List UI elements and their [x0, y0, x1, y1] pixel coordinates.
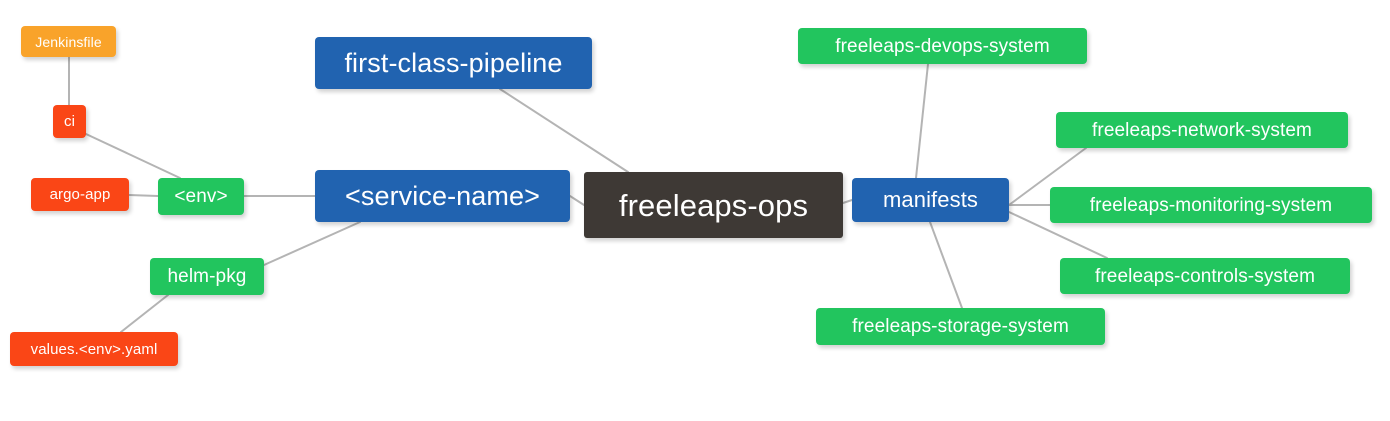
edge-service-name-to-helm-pkg [263, 221, 361, 266]
node-values-env-yaml[interactable]: values.<env>.yaml [10, 332, 178, 366]
edge-manifests-to-freeleaps-storage-system [929, 221, 963, 309]
node-label: manifests [882, 187, 979, 212]
node-label: <env> [174, 186, 228, 207]
node-helm-pkg[interactable]: helm-pkg [150, 258, 264, 295]
edge-env-to-argo-app [128, 194, 159, 197]
node-label: freeleaps-network-system [1092, 119, 1312, 141]
node-label: freeleaps-ops [618, 187, 809, 223]
node-freeleaps-controls-system[interactable]: freeleaps-controls-system [1060, 258, 1350, 294]
node-label: first-class-pipeline [344, 47, 563, 78]
edge-root-to-service-name [569, 195, 585, 206]
node-service-name[interactable]: <service-name> [315, 170, 570, 222]
node-label: argo-app [49, 186, 111, 203]
node-manifests[interactable]: manifests [852, 178, 1009, 222]
node-label: helm-pkg [167, 266, 247, 287]
node-label: <service-name> [345, 180, 540, 211]
node-label: freeleaps-storage-system [852, 316, 1069, 337]
node-env[interactable]: <env> [158, 178, 244, 215]
node-label: ci [63, 113, 76, 130]
edge-root-to-first-class-pipeline [499, 88, 629, 173]
node-freeleaps-monitoring-system[interactable]: freeleaps-monitoring-system [1050, 187, 1372, 223]
node-label: freeleaps-monitoring-system [1089, 194, 1333, 216]
node-first-class-pipeline[interactable]: first-class-pipeline [315, 37, 592, 89]
edge-env-to-ci [85, 133, 181, 179]
node-freeleaps-network-system[interactable]: freeleaps-network-system [1056, 112, 1348, 148]
node-freeleaps-devops-system[interactable]: freeleaps-devops-system [798, 28, 1087, 64]
node-label: freeleaps-controls-system [1094, 265, 1316, 287]
node-jenkinsfile[interactable]: Jenkinsfile [21, 26, 116, 57]
node-freeleaps-storage-system[interactable]: freeleaps-storage-system [816, 308, 1105, 345]
edge-manifests-to-freeleaps-devops-system [915, 63, 929, 179]
node-label: Jenkinsfile [35, 33, 102, 50]
edge-root-to-manifests [842, 199, 853, 204]
node-ci[interactable]: ci [53, 105, 86, 138]
node-argo-app[interactable]: argo-app [31, 178, 129, 211]
node-label: freeleaps-devops-system [835, 35, 1050, 57]
edge-helm-pkg-to-values-env-yaml [120, 294, 169, 333]
node-label: values.<env>.yaml [30, 340, 158, 358]
node-root[interactable]: freeleaps-ops [584, 172, 843, 238]
